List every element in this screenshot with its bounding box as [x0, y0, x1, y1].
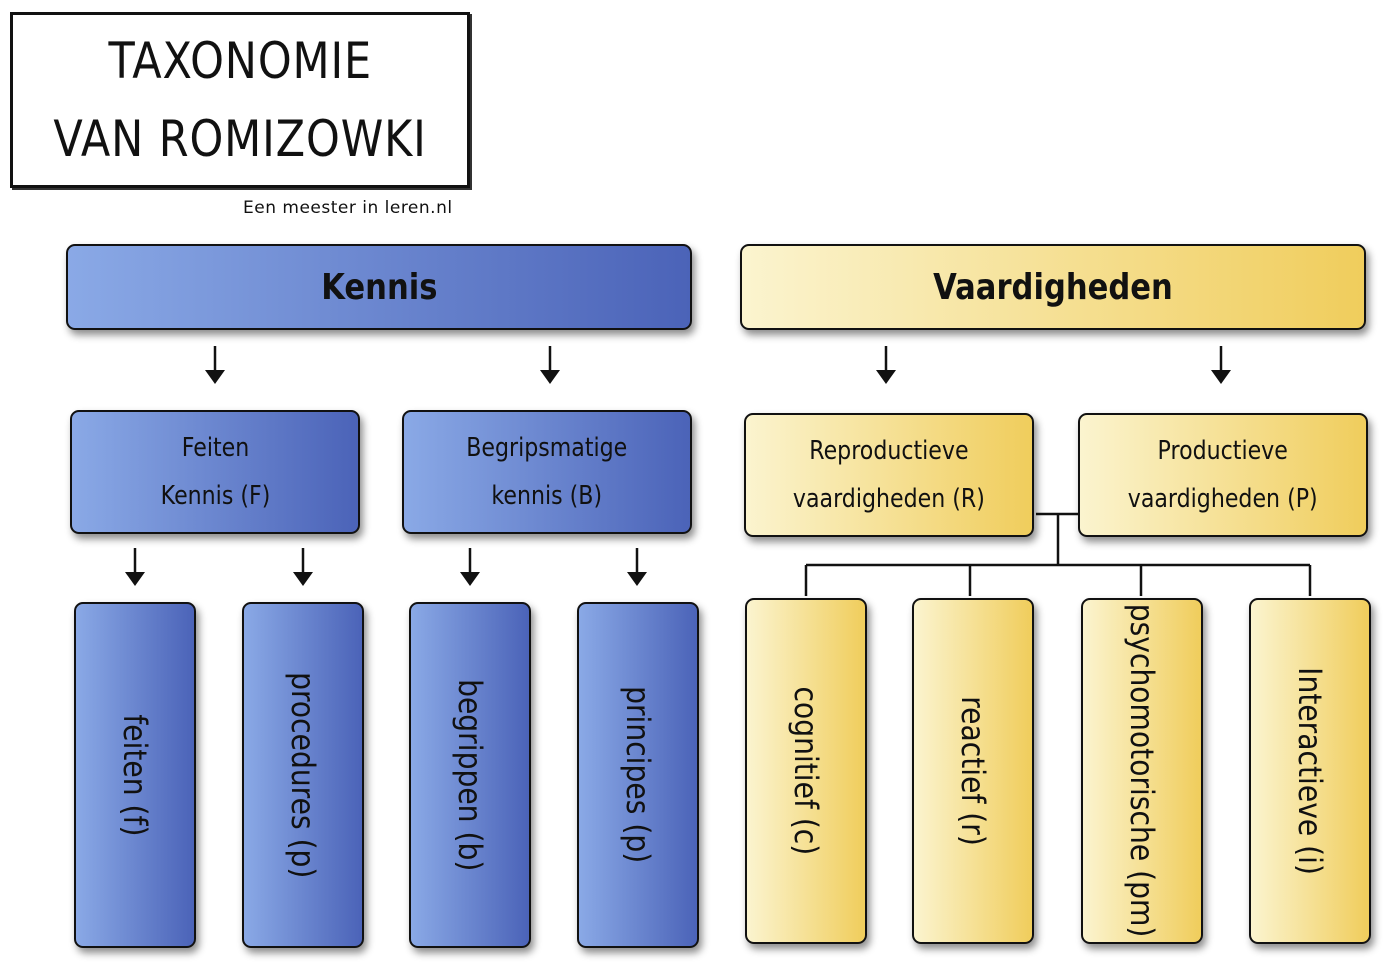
- leaf-reactief-label: reactief (r): [954, 696, 992, 846]
- leaf-interactieve-label: Interactieve (i): [1291, 667, 1329, 875]
- productieve-line2: vaardigheden (P): [1128, 484, 1318, 514]
- title-line-1: TAXONOMIE: [108, 32, 372, 90]
- feiten-kennis-line2: Kennis (F): [160, 481, 270, 511]
- leaf-feiten-label: feiten (f): [116, 713, 154, 837]
- leaf-psychomotorische: psychomotorische (pm): [1081, 598, 1203, 944]
- leaf-principes-label: principes (p): [619, 686, 657, 864]
- leaf-interactieve: Interactieve (i): [1249, 598, 1371, 944]
- credit-text: Een meester in leren.nl: [243, 198, 453, 218]
- productieve-vaardigheden-box: Productieve vaardigheden (P): [1078, 413, 1368, 537]
- title-box: TAXONOMIE VAN ROMIZOWKI: [10, 12, 470, 188]
- leaf-begrippen: begrippen (b): [409, 602, 531, 948]
- leaf-psychomotorische-label: psychomotorische (pm): [1123, 604, 1161, 938]
- reproductieve-vaardigheden-box: Reproductieve vaardigheden (R): [744, 413, 1034, 537]
- leaf-cognitief-label: cognitief (c): [787, 686, 825, 856]
- reproductieve-line2: vaardigheden (R): [793, 484, 985, 514]
- vaardigheden-box: Vaardigheden: [740, 244, 1366, 330]
- begripsmatige-kennis-box: Begripsmatige kennis (B): [402, 410, 692, 534]
- title-line-2: VAN ROMIZOWKI: [53, 110, 427, 168]
- leaf-procedures: procedures (p): [242, 602, 364, 948]
- leaf-principes: principes (p): [577, 602, 699, 948]
- leaf-feiten: feiten (f): [74, 602, 196, 948]
- vaardigheden-label: Vaardigheden: [933, 266, 1173, 308]
- kennis-label: Kennis: [320, 266, 438, 308]
- reproductieve-line1: Reproductieve: [809, 436, 969, 466]
- leaf-procedures-label: procedures (p): [284, 671, 322, 879]
- begripsmatige-kennis-line2: kennis (B): [491, 481, 603, 511]
- begripsmatige-kennis-line1: Begripsmatige: [466, 433, 628, 463]
- productieve-line1: Productieve: [1157, 436, 1289, 466]
- leaf-reactief: reactief (r): [912, 598, 1034, 944]
- leaf-cognitief: cognitief (c): [745, 598, 867, 944]
- leaf-begrippen-label: begrippen (b): [451, 678, 489, 872]
- feiten-kennis-line1: Feiten: [181, 433, 249, 463]
- kennis-box: Kennis: [66, 244, 692, 330]
- feiten-kennis-box: Feiten Kennis (F): [70, 410, 360, 534]
